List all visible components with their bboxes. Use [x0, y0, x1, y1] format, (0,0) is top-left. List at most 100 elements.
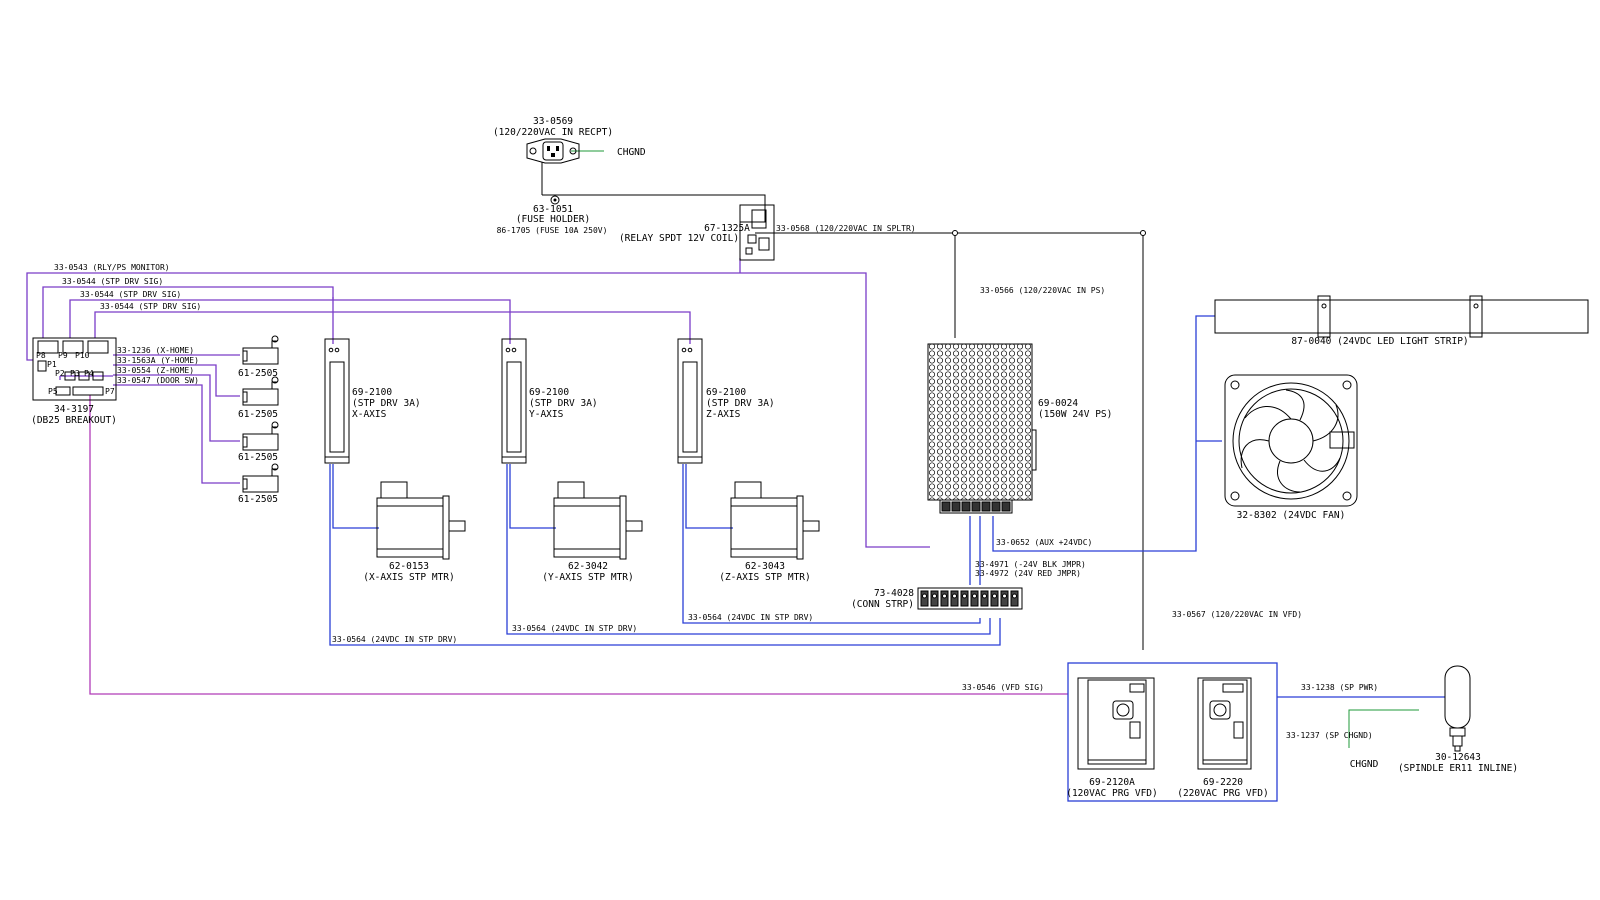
wire-y-home: 33-1563A (Y-HOME)	[117, 356, 199, 365]
ps-terminal	[971, 501, 981, 512]
conn-strip-part: 73-4028	[874, 588, 914, 599]
driver-x-desc: (STP DRV 3A)	[352, 398, 421, 409]
wire-stp-drv-sig-3: 33-0544 (STP DRV SIG)	[100, 302, 201, 311]
strip-screw	[932, 593, 937, 599]
breakout-part: 34-3197	[54, 404, 94, 415]
relay-part: 67-1325A	[704, 223, 750, 234]
strip-screw	[1002, 593, 1007, 599]
vfd1-desc: (120VAC PRG VFD)	[1066, 788, 1158, 799]
ps-part: 69-0024	[1038, 398, 1078, 409]
strip-screw	[972, 593, 977, 599]
wire-sp-pwr: 33-1238 (SP PWR)	[1301, 683, 1378, 692]
ps-desc: (150W 24V PS)	[1038, 409, 1112, 420]
driver-y-desc: (STP DRV 3A)	[529, 398, 598, 409]
vfd2-part: 69-2220	[1203, 777, 1243, 788]
ps-terminal-block	[941, 501, 1011, 512]
strip-screw	[922, 593, 927, 599]
vfd-120vac	[1077, 677, 1155, 770]
spindle-motor	[1444, 665, 1471, 752]
ac-wiring	[541, 162, 1146, 650]
power-supply	[927, 343, 1037, 514]
limit-switch-4	[242, 463, 279, 493]
pin-p2: P2	[55, 369, 65, 378]
limit-switch-1	[242, 335, 279, 365]
led-light-strip	[1214, 295, 1589, 338]
wire-x-home: 33-1236 (X-HOME)	[117, 346, 194, 355]
fuse-holder-center	[553, 198, 557, 202]
switch-2-part: 61-2505	[238, 409, 278, 420]
driver-x-part: 69-2100	[352, 387, 392, 398]
connector-strip-terminals	[920, 590, 1019, 607]
strip-screw	[1012, 593, 1017, 599]
signal-wiring	[26, 258, 930, 548]
driver-z-axis: Z-AXIS	[706, 409, 741, 420]
pin-p4: P4	[84, 369, 94, 378]
motor-z-desc: (Z-AXIS STP MTR)	[719, 572, 811, 583]
driver-x-axis: X-AXIS	[352, 409, 387, 420]
vfd-signal-wire	[89, 395, 1068, 695]
spindle-desc: (SPINDLE ER11 INLINE)	[1398, 763, 1518, 774]
cooling-fan	[1224, 374, 1358, 507]
fuse-desc: (FUSE HOLDER)	[516, 214, 590, 225]
pin-p3: P3	[70, 369, 80, 378]
fuse-sub: 86-1705 (FUSE 10A 250V)	[497, 226, 608, 235]
breakout-desc: (DB25 BREAKOUT)	[31, 415, 117, 426]
ps-terminal	[981, 501, 991, 512]
power-receptacle	[526, 138, 580, 164]
motor-y-desc: (Y-AXIS STP MTR)	[542, 572, 634, 583]
motor-y-part: 62-3042	[568, 561, 608, 572]
stepper-motor-z	[730, 481, 820, 560]
strip-screw	[952, 593, 957, 599]
wire-stp-drv-sig-1: 33-0544 (STP DRV SIG)	[62, 277, 163, 286]
wire-door-sw: 33-0547 (DOOR SW)	[117, 376, 199, 385]
driver-z-desc: (STP DRV 3A)	[706, 398, 775, 409]
stepper-motor-x	[376, 481, 466, 560]
ps-terminal	[941, 501, 951, 512]
wire-sp-chgnd: 33-1237 (SP CHGND)	[1286, 731, 1373, 740]
wire-24v-z: 33-0564 (24VDC IN STP DRV)	[688, 613, 813, 622]
limit-switch-2	[242, 376, 279, 406]
wire-vfd-in: 33-0567 (120/220VAC IN VFD)	[1172, 610, 1302, 619]
wire-vfd-sig: 33-0546 (VFD SIG)	[962, 683, 1044, 692]
wire-splitter: 33-0568 (120/220VAC IN SPLTR)	[776, 224, 916, 233]
wire-rly-ps-monitor: 33-0543 (RLY/PS MONITOR)	[54, 263, 170, 272]
relay	[739, 204, 775, 261]
driver-y-part: 69-2100	[529, 387, 569, 398]
recept-part: 33-0569	[533, 116, 573, 127]
pin-p8: P8	[36, 351, 46, 360]
switch-1-part: 61-2505	[238, 368, 278, 379]
pin-p10: P10	[75, 351, 90, 360]
switch-4-part: 61-2505	[238, 494, 278, 505]
fan-label: 32-8302 (24VDC FAN)	[1237, 510, 1346, 521]
driver-y-axis: Y-AXIS	[529, 409, 564, 420]
dc-power-wiring	[329, 315, 1445, 802]
wire-24v-y: 33-0564 (24VDC IN STP DRV)	[512, 624, 637, 633]
fuse-part: 63-1051	[533, 204, 573, 215]
wire-24v-x: 33-0564 (24VDC IN STP DRV)	[332, 635, 457, 644]
spindle-chgnd: CHGND	[1350, 759, 1379, 770]
vfd2-desc: (220VAC PRG VFD)	[1177, 788, 1269, 799]
conn-strip-desc: (CONN STRP)	[851, 599, 914, 610]
driver-z-part: 69-2100	[706, 387, 746, 398]
led-strip-label: 87-0040 (24VDC LED LIGHT STRIP)	[1291, 336, 1468, 347]
spindle-ground-wire	[1348, 709, 1419, 748]
stepper-driver-z	[677, 338, 703, 464]
strip-screw	[992, 593, 997, 599]
wire-blk-jmpr: 33-4971 (-24V BLK JMPR)	[975, 560, 1086, 569]
relay-desc: (RELAY SPDT 12V COIL)	[619, 233, 739, 244]
strip-screw	[962, 593, 967, 599]
wire-z-home: 33-0554 (Z-HOME)	[117, 366, 194, 375]
switch-3-part: 61-2505	[238, 452, 278, 463]
limit-switch-3	[242, 421, 279, 451]
strip-screw	[942, 593, 947, 599]
stepper-driver-y	[501, 338, 527, 464]
ps-terminal	[1001, 501, 1011, 512]
ps-terminal	[961, 501, 971, 512]
motor-z-part: 62-3043	[745, 561, 785, 572]
db25-breakout-board	[32, 337, 117, 401]
spindle-part: 30-12643	[1435, 752, 1481, 763]
wire-stp-drv-sig-2: 33-0544 (STP DRV SIG)	[80, 290, 181, 299]
recept-desc: (120/220VAC IN RECPT)	[493, 127, 613, 138]
wire-red-jmpr: 33-4972 (24V RED JMPR)	[975, 569, 1081, 578]
